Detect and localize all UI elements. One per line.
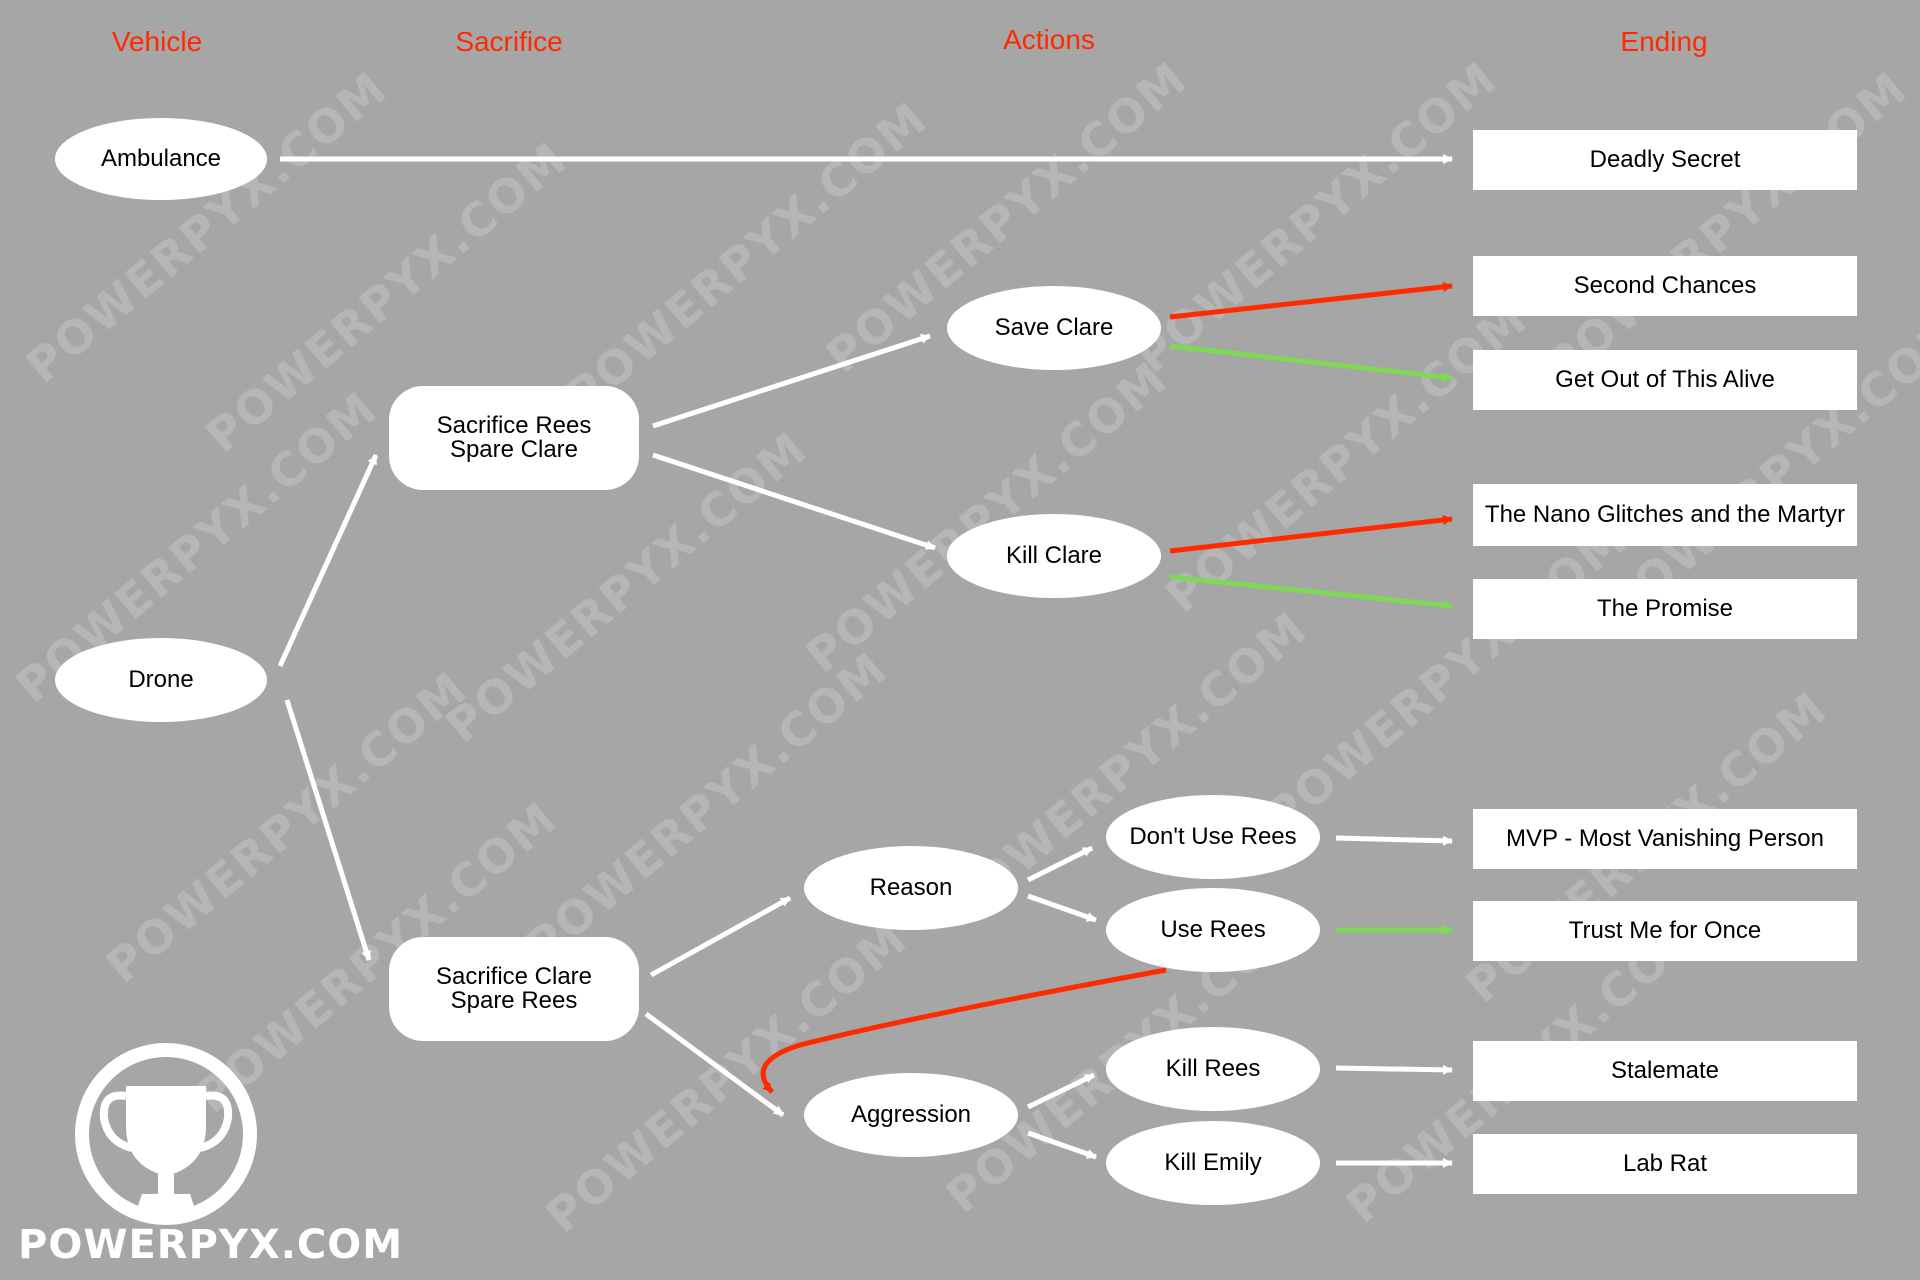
node-sacrifice-clare: Sacrifice Clare Spare Rees: [389, 937, 639, 1041]
edge-save-clare-second-chances: [1169, 282, 1453, 320]
node-aggression-label: Aggression: [850, 1101, 972, 1128]
edge-aggression-kill-emily: [1027, 1130, 1097, 1160]
ending-stalemate: Stalemate: [1473, 1041, 1857, 1101]
node-kill-emily: Kill Emily: [1106, 1121, 1320, 1205]
header-vehicle: Vehicle: [111, 26, 203, 57]
node-drone: Drone: [55, 638, 267, 722]
node-reason-label: Reason: [869, 874, 953, 901]
node-dont-use-rees: Don't Use Rees: [1106, 795, 1320, 879]
ending-lab-rat-label: Lab Rat: [1622, 1150, 1708, 1177]
node-sacrifice-rees: Sacrifice Rees Spare Clare: [389, 386, 639, 490]
node-aggression: Aggression: [804, 1073, 1018, 1157]
node-kill-rees-label: Kill Rees: [1165, 1055, 1261, 1082]
ending-the-promise-label: The Promise: [1596, 595, 1734, 622]
node-sacrifice-rees-label: Sacrifice Rees Spare Clare: [436, 412, 592, 463]
node-kill-clare: Kill Clare: [947, 514, 1161, 598]
logo-text: POWERPYX.COM: [18, 1222, 404, 1268]
node-ambulance-label: Ambulance: [100, 145, 222, 172]
ending-mvp-label: MVP - Most Vanishing Person: [1506, 825, 1824, 852]
node-kill-rees: Kill Rees: [1106, 1027, 1320, 1111]
ending-get-out-alive-label: Get Out of This Alive: [1555, 366, 1775, 393]
node-use-rees-label: Use Rees: [1160, 916, 1266, 943]
edge-save-clare-get-out-alive: [1169, 343, 1453, 382]
ending-the-promise: The Promise: [1473, 579, 1857, 639]
header-sacrifice: Sacrifice: [455, 26, 563, 57]
header-ending: Ending: [1620, 26, 1708, 57]
edge-drone-sacrifice-clare: [284, 699, 372, 961]
node-ambulance: Ambulance: [55, 118, 267, 200]
ending-lab-rat: Lab Rat: [1473, 1134, 1857, 1194]
edge-reason-dont-use-rees: [1026, 845, 1094, 883]
ending-stalemate-label: Stalemate: [1610, 1057, 1720, 1084]
edge-sacrifice-clare-reason: [649, 895, 792, 978]
edge-kill-rees-stalemate: [1335, 1064, 1453, 1075]
edge-use-rees-aggression: [760, 967, 1167, 1094]
ending-deadly-secret: Deadly Secret: [1473, 130, 1857, 190]
edge-sacrifice-rees-save-clare: [652, 333, 931, 429]
node-save-clare: Save Clare: [947, 286, 1161, 370]
node-drone-label: Drone: [128, 666, 194, 693]
node-sacrifice-clare-label: Sacrifice Clare Spare Rees: [435, 963, 593, 1014]
ending-nano-glitches: The Nano Glitches and the Martyr: [1473, 484, 1857, 546]
ending-trust-me: Trust Me for Once: [1473, 901, 1857, 961]
ending-get-out-alive: Get Out of This Alive: [1473, 350, 1857, 410]
node-kill-clare-label: Kill Clare: [1005, 542, 1103, 569]
ending-second-chances-label: Second Chances: [1573, 272, 1757, 299]
edge-drone-sacrifice-rees: [277, 453, 379, 668]
node-kill-emily-label: Kill Emily: [1164, 1149, 1262, 1176]
trophy-icon: [75, 1043, 257, 1225]
edge-kill-clare-the-promise: [1169, 574, 1453, 611]
node-reason: Reason: [804, 846, 1018, 930]
node-save-clare-label: Save Clare: [994, 314, 1114, 341]
edge-kill-clare-nano-glitches: [1169, 515, 1453, 554]
edge-reason-use-rees: [1027, 893, 1097, 923]
ending-mvp: MVP - Most Vanishing Person: [1473, 809, 1857, 869]
edge-sacrifice-clare-aggression: [644, 1011, 785, 1118]
node-dont-use-rees-label: Don't Use Rees: [1129, 823, 1297, 850]
ending-second-chances: Second Chances: [1473, 256, 1857, 316]
edge-aggression-kill-rees: [1026, 1072, 1096, 1110]
edge-sacrifice-rees-kill-clare: [652, 452, 936, 551]
header-actions: Actions: [1003, 24, 1095, 55]
ending-deadly-secret-label: Deadly Secret: [1589, 146, 1741, 173]
ending-trust-me-label: Trust Me for Once: [1568, 917, 1762, 944]
ending-nano-glitches-label: The Nano Glitches and the Martyr: [1484, 501, 1846, 528]
node-use-rees: Use Rees: [1106, 888, 1320, 972]
edge-dont-use-rees-mvp: [1335, 835, 1453, 846]
